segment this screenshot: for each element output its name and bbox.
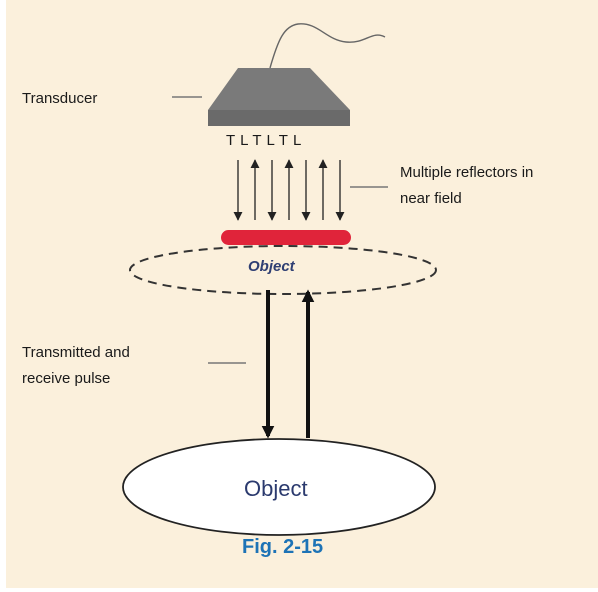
near-field-arrows — [233, 159, 345, 221]
pulse-label-line2: receive pulse — [22, 370, 111, 387]
transducer-label: Transducer — [22, 86, 97, 112]
near-object-label: Object — [248, 258, 295, 275]
pulse-label: Transmitted and receive pulse — [22, 340, 130, 392]
far-object-label: Object — [244, 476, 308, 501]
far-object-outline — [122, 438, 436, 536]
near-field-object-outline — [129, 245, 437, 295]
reflectors-label-line2: near field — [400, 190, 462, 207]
pulse-label-line1: Transmitted and — [22, 344, 130, 361]
reflectors-label: Multiple reflectors in near field — [400, 160, 533, 212]
transducer-label-text: Transducer — [22, 90, 98, 107]
transducer-body — [208, 68, 350, 110]
transmit-listen-sequence: TLTLTL — [226, 132, 307, 149]
transducer-face — [208, 110, 350, 126]
near-field-reflector — [221, 230, 351, 245]
figure-caption: Fig. 2-15 — [242, 536, 324, 558]
reflectors-label-line1: Multiple reflectors in — [400, 164, 534, 181]
transducer-cable — [269, 23, 386, 69]
